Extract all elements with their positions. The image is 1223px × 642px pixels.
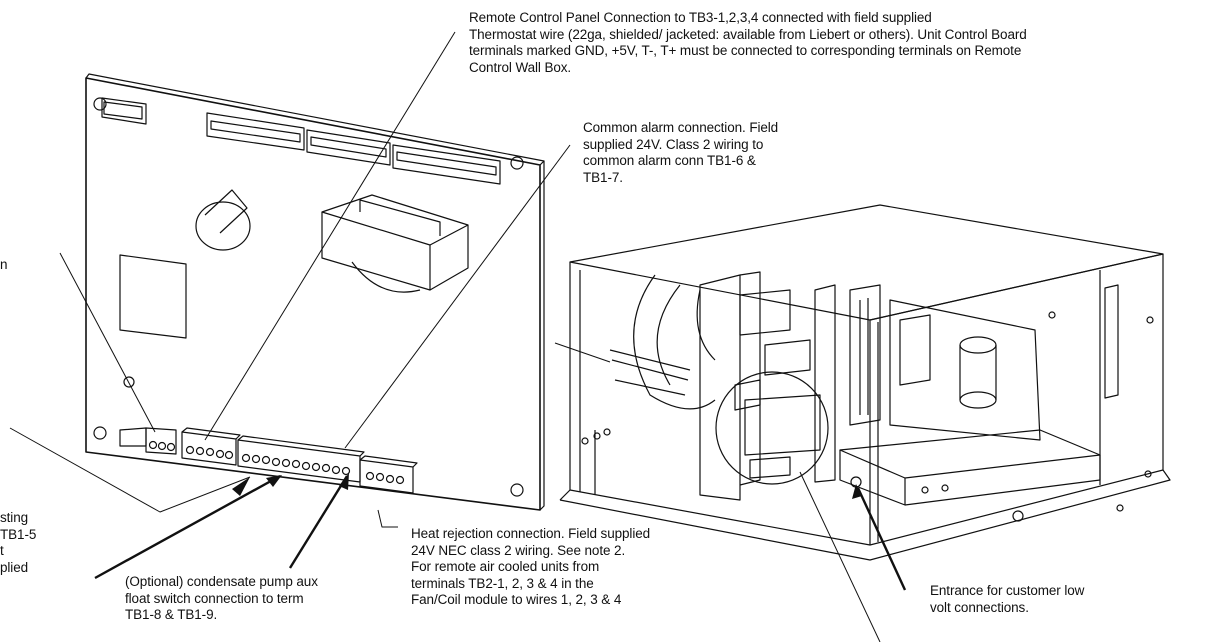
leader-lines (9, 31, 881, 642)
control-board (85, 73, 545, 511)
callout-left-fragment-2: sting TB1-5 t plied (0, 510, 37, 575)
highlight-circle (715, 371, 829, 485)
ic-chip (119, 254, 187, 339)
callout-entrance: Entrance for customer low volt connectio… (930, 583, 1085, 615)
capacitor-cylinder (959, 336, 997, 409)
arrow-lines (94, 474, 907, 591)
capacitor-component (195, 189, 251, 251)
arrow-heads (232, 473, 862, 499)
callout-common-alarm: Common alarm connection. Field supplied … (583, 120, 779, 185)
transformer-component (321, 194, 469, 293)
terminal-block-tb1 (119, 427, 177, 455)
callout-left-fragment-1: n (0, 257, 8, 272)
callout-condensate-pump: (Optional) condensate pump aux float swi… (125, 574, 318, 622)
unit-cabinet (559, 204, 1171, 561)
top-connectors (101, 97, 501, 185)
terminal-block-tb4 (359, 455, 418, 494)
terminal-block-tb3 (181, 427, 241, 466)
callout-heat-rejection: Heat rejection connection. Field supplie… (411, 526, 651, 607)
blower-fan (609, 274, 716, 410)
callout-remote-panel: Remote Control Panel Connection to TB3-1… (469, 10, 1027, 75)
